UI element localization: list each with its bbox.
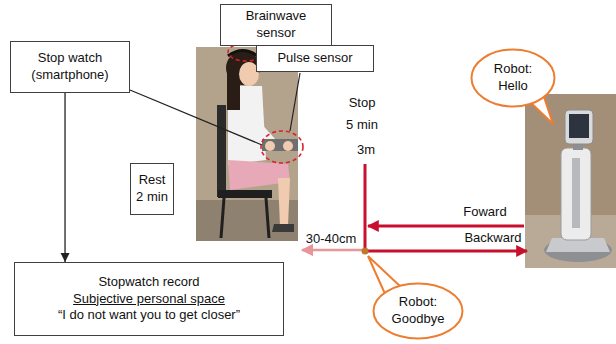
rest-box: Rest 2 min [130, 163, 174, 215]
distance-marker [366, 250, 527, 253]
box-text: Stop watch (smartphone) [15, 50, 125, 84]
participant-photo [217, 105, 226, 197]
box-text: “I do not want you to get closer” [58, 307, 240, 324]
box-text: Stopwatch record [98, 274, 199, 291]
participant-photo [196, 47, 298, 241]
device-box: Stop watch (smartphone) [10, 41, 130, 93]
distance-marker [302, 249, 362, 252]
participant-photo [218, 190, 272, 198]
participant-photo [278, 178, 290, 226]
speech-bubble-outline [374, 284, 463, 339]
distance-marker [362, 248, 369, 255]
annotation-label: 30-40cm [300, 231, 362, 248]
box-text: Pulse sensor [277, 50, 352, 67]
box-text: Subjective personal space [73, 291, 225, 308]
participant-photo [227, 68, 240, 110]
participant-photo [272, 224, 294, 232]
participant-photo [265, 141, 275, 151]
annotation-label: 3m [350, 142, 382, 159]
speech-bubble: Robot: Hello [470, 48, 556, 108]
distance-marker [368, 225, 524, 228]
robot-photo [565, 110, 593, 144]
participant-photo [266, 198, 269, 238]
robot-photo [544, 238, 612, 262]
participant-photo [221, 198, 224, 238]
speech-bubble-outline [472, 50, 555, 107]
leader-line [290, 73, 300, 131]
distance-marker [364, 164, 367, 251]
participant-photo [283, 141, 293, 151]
robot-photo [561, 148, 591, 240]
annotation-label: Foward [456, 204, 514, 221]
speech-tail [368, 94, 553, 296]
robot-photo [569, 114, 589, 138]
robot-photo [572, 158, 580, 228]
flow-arrow [64, 93, 65, 262]
annotation-label: Backward [459, 230, 527, 247]
record-box: Stopwatch recordSubjective personal spac… [14, 262, 284, 336]
box-text: Robot: Hello [484, 61, 542, 95]
box-text: Robot: Goodbye [386, 294, 450, 328]
annotation-label: Stop 5 min [344, 92, 380, 136]
leader-line [130, 90, 262, 145]
box-text: Rest 2 min [135, 172, 169, 206]
box-text: Brainwave sensor [225, 8, 327, 42]
sensor-highlight [261, 131, 303, 163]
speech-bubble: Robot: Goodbye [372, 282, 464, 340]
robot-photo [525, 94, 616, 268]
participant-photo [262, 139, 298, 151]
sensor-box: Pulse sensor [256, 45, 374, 72]
sensor-box: Brainwave sensor [220, 4, 332, 46]
robot-photo [525, 94, 616, 268]
participant-photo [196, 47, 298, 241]
